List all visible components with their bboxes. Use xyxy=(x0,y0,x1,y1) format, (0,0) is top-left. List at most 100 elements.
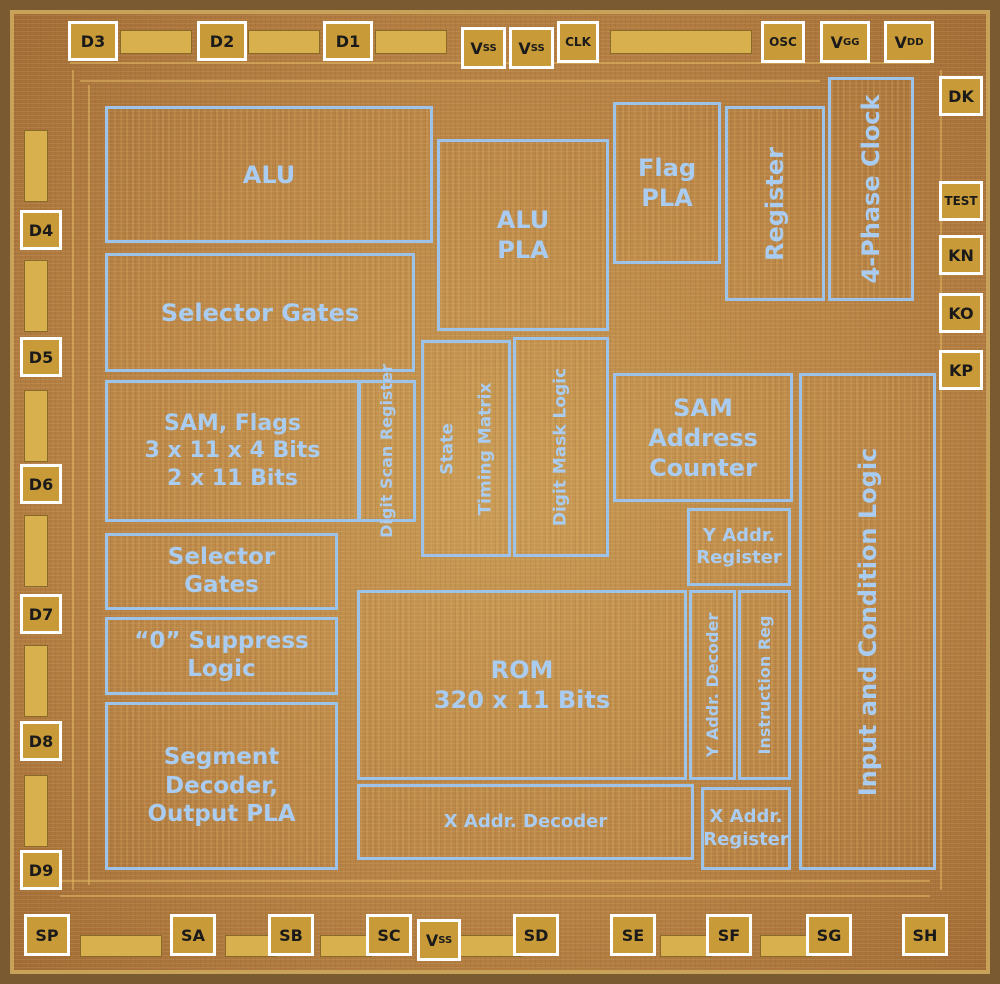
wire xyxy=(80,80,820,82)
wire xyxy=(60,880,930,882)
pad-dk-label: DK xyxy=(948,86,974,106)
pad-d6: D6 xyxy=(20,464,62,504)
pad-clk: CLK xyxy=(557,21,599,63)
alu-pla-block: ALU PLA xyxy=(437,139,609,331)
wire xyxy=(940,70,942,890)
pad-d8-label: D8 xyxy=(28,731,54,751)
pad-sb-label: SB xyxy=(279,925,303,945)
pad-vgg-sub: GG xyxy=(842,36,860,48)
flag-pla-block: Flag PLA xyxy=(613,102,721,264)
bond-pad xyxy=(24,260,48,332)
pad-clk-label: CLK xyxy=(565,35,591,49)
pad-d4: D4 xyxy=(20,210,62,250)
pad-sh: SH xyxy=(902,914,948,956)
sam-address-counter-block: SAM Address Counter xyxy=(613,373,793,502)
pad-d2: D2 xyxy=(197,21,247,61)
pad-d6-label: D6 xyxy=(28,474,54,494)
digit-mask-logic-block: Digit Mask Logic xyxy=(513,337,609,557)
pad-sa: SA xyxy=(170,914,216,956)
bond-pad xyxy=(120,30,192,54)
pad-d9: D9 xyxy=(20,850,62,890)
pad-vdd-sub: DD xyxy=(906,36,924,48)
bond-pad xyxy=(760,935,812,957)
register-label: Register xyxy=(761,146,789,261)
selector-gates-mid-label: Selector Gates xyxy=(167,543,276,598)
wire xyxy=(88,85,90,885)
pad-d8: D8 xyxy=(20,721,62,761)
pad-d1: D1 xyxy=(323,21,373,61)
pad-sc-label: SC xyxy=(377,925,401,945)
pad-sb: SB xyxy=(268,914,314,956)
pad-sh-label: SH xyxy=(912,925,938,945)
pad-vgg-main: V xyxy=(830,32,843,52)
pad-d1-label: D1 xyxy=(335,31,361,51)
segment-decoder-block: Segment Decoder, Output PLA xyxy=(105,702,338,870)
bond-pad xyxy=(24,390,48,462)
pad-sf-label: SF xyxy=(717,925,741,945)
x-addr-decoder-label: X Addr. Decoder xyxy=(443,810,608,832)
rom-block: ROM 320 x 11 Bits xyxy=(357,590,687,780)
pad-sp: SP xyxy=(24,914,70,956)
pad-d2-label: D2 xyxy=(209,31,235,51)
pad-se: SE xyxy=(610,914,656,956)
pad-d5-label: D5 xyxy=(28,347,54,367)
pad-osc: OSC xyxy=(761,21,805,63)
wire xyxy=(72,70,74,890)
pad-d4-label: D4 xyxy=(28,220,54,240)
state-timing-matrix-block: State Timing Matrix xyxy=(421,340,511,557)
segment-decoder-label: Segment Decoder, Output PLA xyxy=(147,743,296,828)
pad-sp-label: SP xyxy=(35,925,59,945)
rom-label: ROM 320 x 11 Bits xyxy=(433,656,611,714)
pad-d3-label: D3 xyxy=(80,31,106,51)
y-addr-register-block: Y Addr. Register xyxy=(687,508,791,586)
bond-pad xyxy=(375,30,447,54)
digit-scan-register-block: Digit Scan Register xyxy=(358,364,416,538)
pad-ko-label: KO xyxy=(948,303,974,323)
pad-sc: SC xyxy=(366,914,412,956)
y-addr-decoder-block: Y Addr. Decoder xyxy=(689,590,736,780)
pad-test: TEST xyxy=(939,181,983,221)
alu-pla-label: ALU PLA xyxy=(496,206,550,264)
bond-pad xyxy=(24,775,48,847)
pad-vss-3-sub: SS xyxy=(438,934,453,946)
pad-d3: D3 xyxy=(68,21,118,61)
x-addr-register-block: X Addr. Register xyxy=(701,787,791,870)
y-addr-decoder-label: Y Addr. Decoder xyxy=(702,612,722,758)
pad-sd-label: SD xyxy=(523,925,549,945)
bond-pad xyxy=(248,30,320,54)
instruction-reg-label: Instruction Reg xyxy=(754,615,774,755)
bond-pad xyxy=(320,935,372,957)
pad-kp: KP xyxy=(939,350,983,390)
pad-vss-2-main: V xyxy=(518,38,531,58)
pad-d7: D7 xyxy=(20,594,62,634)
bond-pad xyxy=(660,935,712,957)
pad-ko: KO xyxy=(939,293,983,333)
sam-flags-block: SAM, Flags 3 x 11 x 4 Bits 2 x 11 Bits xyxy=(105,380,360,522)
state-label: State xyxy=(437,422,458,475)
sam-address-counter-label: SAM Address Counter xyxy=(648,393,758,482)
x-addr-decoder-block: X Addr. Decoder xyxy=(357,784,694,860)
timing-matrix-label: Timing Matrix xyxy=(475,382,496,515)
pad-vss-2-sub: SS xyxy=(530,42,545,54)
zero-suppress-logic-block: “0” Suppress Logic xyxy=(105,617,338,695)
bond-pad xyxy=(24,515,48,587)
pad-sd: SD xyxy=(513,914,559,956)
x-addr-register-label: X Addr. Register xyxy=(703,806,789,850)
four-phase-clock-block: 4-Phase Clock xyxy=(828,77,914,301)
bond-pad xyxy=(610,30,752,54)
wire xyxy=(60,895,930,897)
bond-pad xyxy=(24,645,48,717)
pad-sa-label: SA xyxy=(181,925,205,945)
pad-sg-label: SG xyxy=(816,925,842,945)
digit-mask-logic-label: Digit Mask Logic xyxy=(550,367,571,527)
bond-pad xyxy=(24,130,48,202)
pad-kn: KN xyxy=(939,235,983,275)
pad-kp-label: KP xyxy=(948,360,974,380)
sam-flags-label: SAM, Flags 3 x 11 x 4 Bits 2 x 11 Bits xyxy=(144,410,321,491)
zero-suppress-logic-label: “0” Suppress Logic xyxy=(134,628,309,682)
pad-se-label: SE xyxy=(621,925,645,945)
pad-test-label: TEST xyxy=(944,194,978,208)
